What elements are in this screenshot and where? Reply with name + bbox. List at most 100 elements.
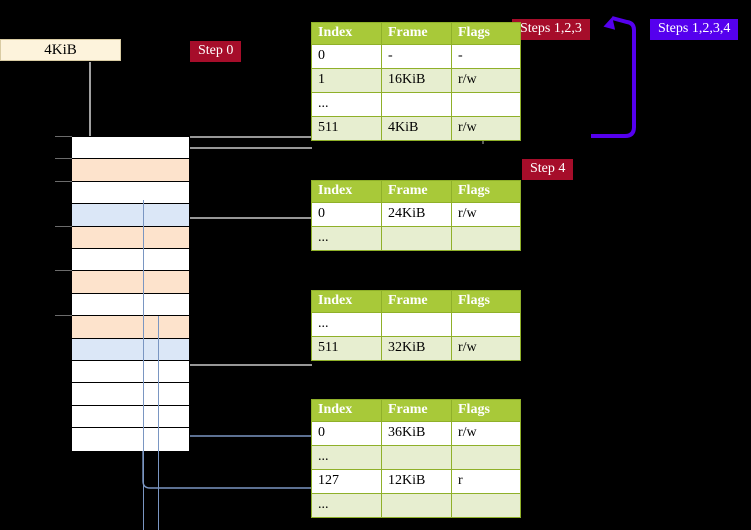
table-cell [381, 312, 452, 337]
memory-grid-left-tick [55, 158, 72, 160]
table-cell: - [381, 44, 452, 69]
memory-grid-left-tick [55, 225, 72, 227]
table-row[interactable]: ... [311, 445, 521, 470]
table-cell: ... [311, 493, 382, 518]
memory-grid-row [72, 159, 189, 182]
memory-grid-row [72, 181, 189, 205]
table-cell: r [451, 469, 521, 494]
grid-vline-left [143, 200, 144, 530]
memory-grid-left-tick [55, 136, 72, 137]
table-cell: 0 [311, 44, 382, 69]
badge-step-0[interactable]: Step 0 [190, 41, 242, 63]
memory-grid-row [72, 405, 189, 429]
memory-grid-row [72, 204, 189, 227]
table-row[interactable]: ... [311, 226, 521, 251]
column-header-index: Index [311, 180, 382, 203]
memory-grid [71, 136, 190, 451]
memory-grid-row [72, 316, 189, 339]
badge-steps-1234[interactable]: Steps 1,2,3,4 [650, 19, 739, 41]
table-cell: 0 [311, 202, 382, 227]
badge-steps-123[interactable]: Steps 1,2,3 [512, 19, 590, 41]
purple-feedback-arrow [591, 16, 636, 138]
column-header-index: Index [311, 399, 382, 422]
table-cell: 32KiB [381, 336, 452, 361]
column-header-index: Index [311, 22, 382, 45]
table-cell: r/w [451, 116, 521, 141]
table-cell [381, 226, 452, 251]
table-cell: 4KiB [381, 116, 452, 141]
table-cell: 511 [311, 336, 382, 361]
table-cell: r/w [451, 68, 521, 93]
table-cell [451, 445, 521, 470]
memory-grid-left-tick [55, 315, 72, 317]
table-cell [381, 493, 452, 518]
table-cell [381, 92, 452, 117]
connector-grid-row1 [170, 146, 312, 157]
badge-step-0-label: Step 0 [198, 43, 234, 58]
table-cell: ... [311, 312, 382, 337]
size-box-label: 4KiB [44, 41, 77, 58]
badge-step-4-label: Step 4 [530, 161, 566, 176]
memory-grid-row [72, 293, 189, 317]
memory-grid-row [72, 226, 189, 249]
column-header-frame: Frame [381, 22, 452, 45]
memory-grid-row [72, 383, 189, 406]
memory-grid-row [72, 137, 189, 160]
table-cell [451, 92, 521, 117]
table-cell [451, 226, 521, 251]
memory-grid-row [72, 249, 189, 272]
table-cell [451, 493, 521, 518]
table-row[interactable]: ... [311, 493, 521, 518]
table-cell [451, 312, 521, 337]
table-cell: - [451, 44, 521, 69]
column-header-flags: Flags [451, 180, 521, 203]
table-cell: ... [311, 226, 382, 251]
badge-step-4[interactable]: Step 4 [522, 159, 574, 181]
grid-vline-right [158, 316, 159, 530]
table-cell: 16KiB [381, 68, 452, 93]
column-header-flags: Flags [451, 290, 521, 313]
table-row[interactable]: 0-- [311, 44, 521, 69]
memory-grid-row [72, 338, 189, 361]
memory-grid-left-tick [55, 180, 72, 182]
table-cell [381, 445, 452, 470]
table-cell: 1 [311, 68, 382, 93]
table-cell: r/w [451, 421, 521, 446]
connector-l1-to-grid [176, 217, 312, 254]
table-row[interactable]: ... [311, 92, 521, 117]
size-box-4kib: 4KiB [0, 39, 121, 61]
table-cell: r/w [451, 202, 521, 227]
table-cell: 511 [311, 116, 382, 141]
memory-grid-row [72, 428, 189, 451]
table-cell: 127 [311, 469, 382, 494]
table-row[interactable]: ... [311, 312, 521, 337]
table-cell: ... [311, 92, 382, 117]
memory-grid-row [72, 271, 189, 294]
table-cell: 0 [311, 421, 382, 446]
column-header-frame: Frame [381, 180, 452, 203]
badge-steps-1234-label: Steps 1,2,3,4 [658, 21, 731, 36]
table-cell: 12KiB [381, 469, 452, 494]
table-cell: 24KiB [381, 202, 452, 227]
table-cell: 36KiB [381, 421, 452, 446]
table-cell: ... [311, 445, 382, 470]
memory-grid-row [72, 361, 189, 384]
badge-steps-123-label: Steps 1,2,3 [520, 21, 582, 36]
column-header-frame: Frame [381, 290, 452, 313]
table-cell: r/w [451, 336, 521, 361]
column-header-flags: Flags [451, 22, 521, 45]
column-header-index: Index [311, 290, 382, 313]
column-header-flags: Flags [451, 399, 521, 422]
connector-l2-to-grid [170, 318, 312, 366]
column-header-frame: Frame [381, 399, 452, 422]
